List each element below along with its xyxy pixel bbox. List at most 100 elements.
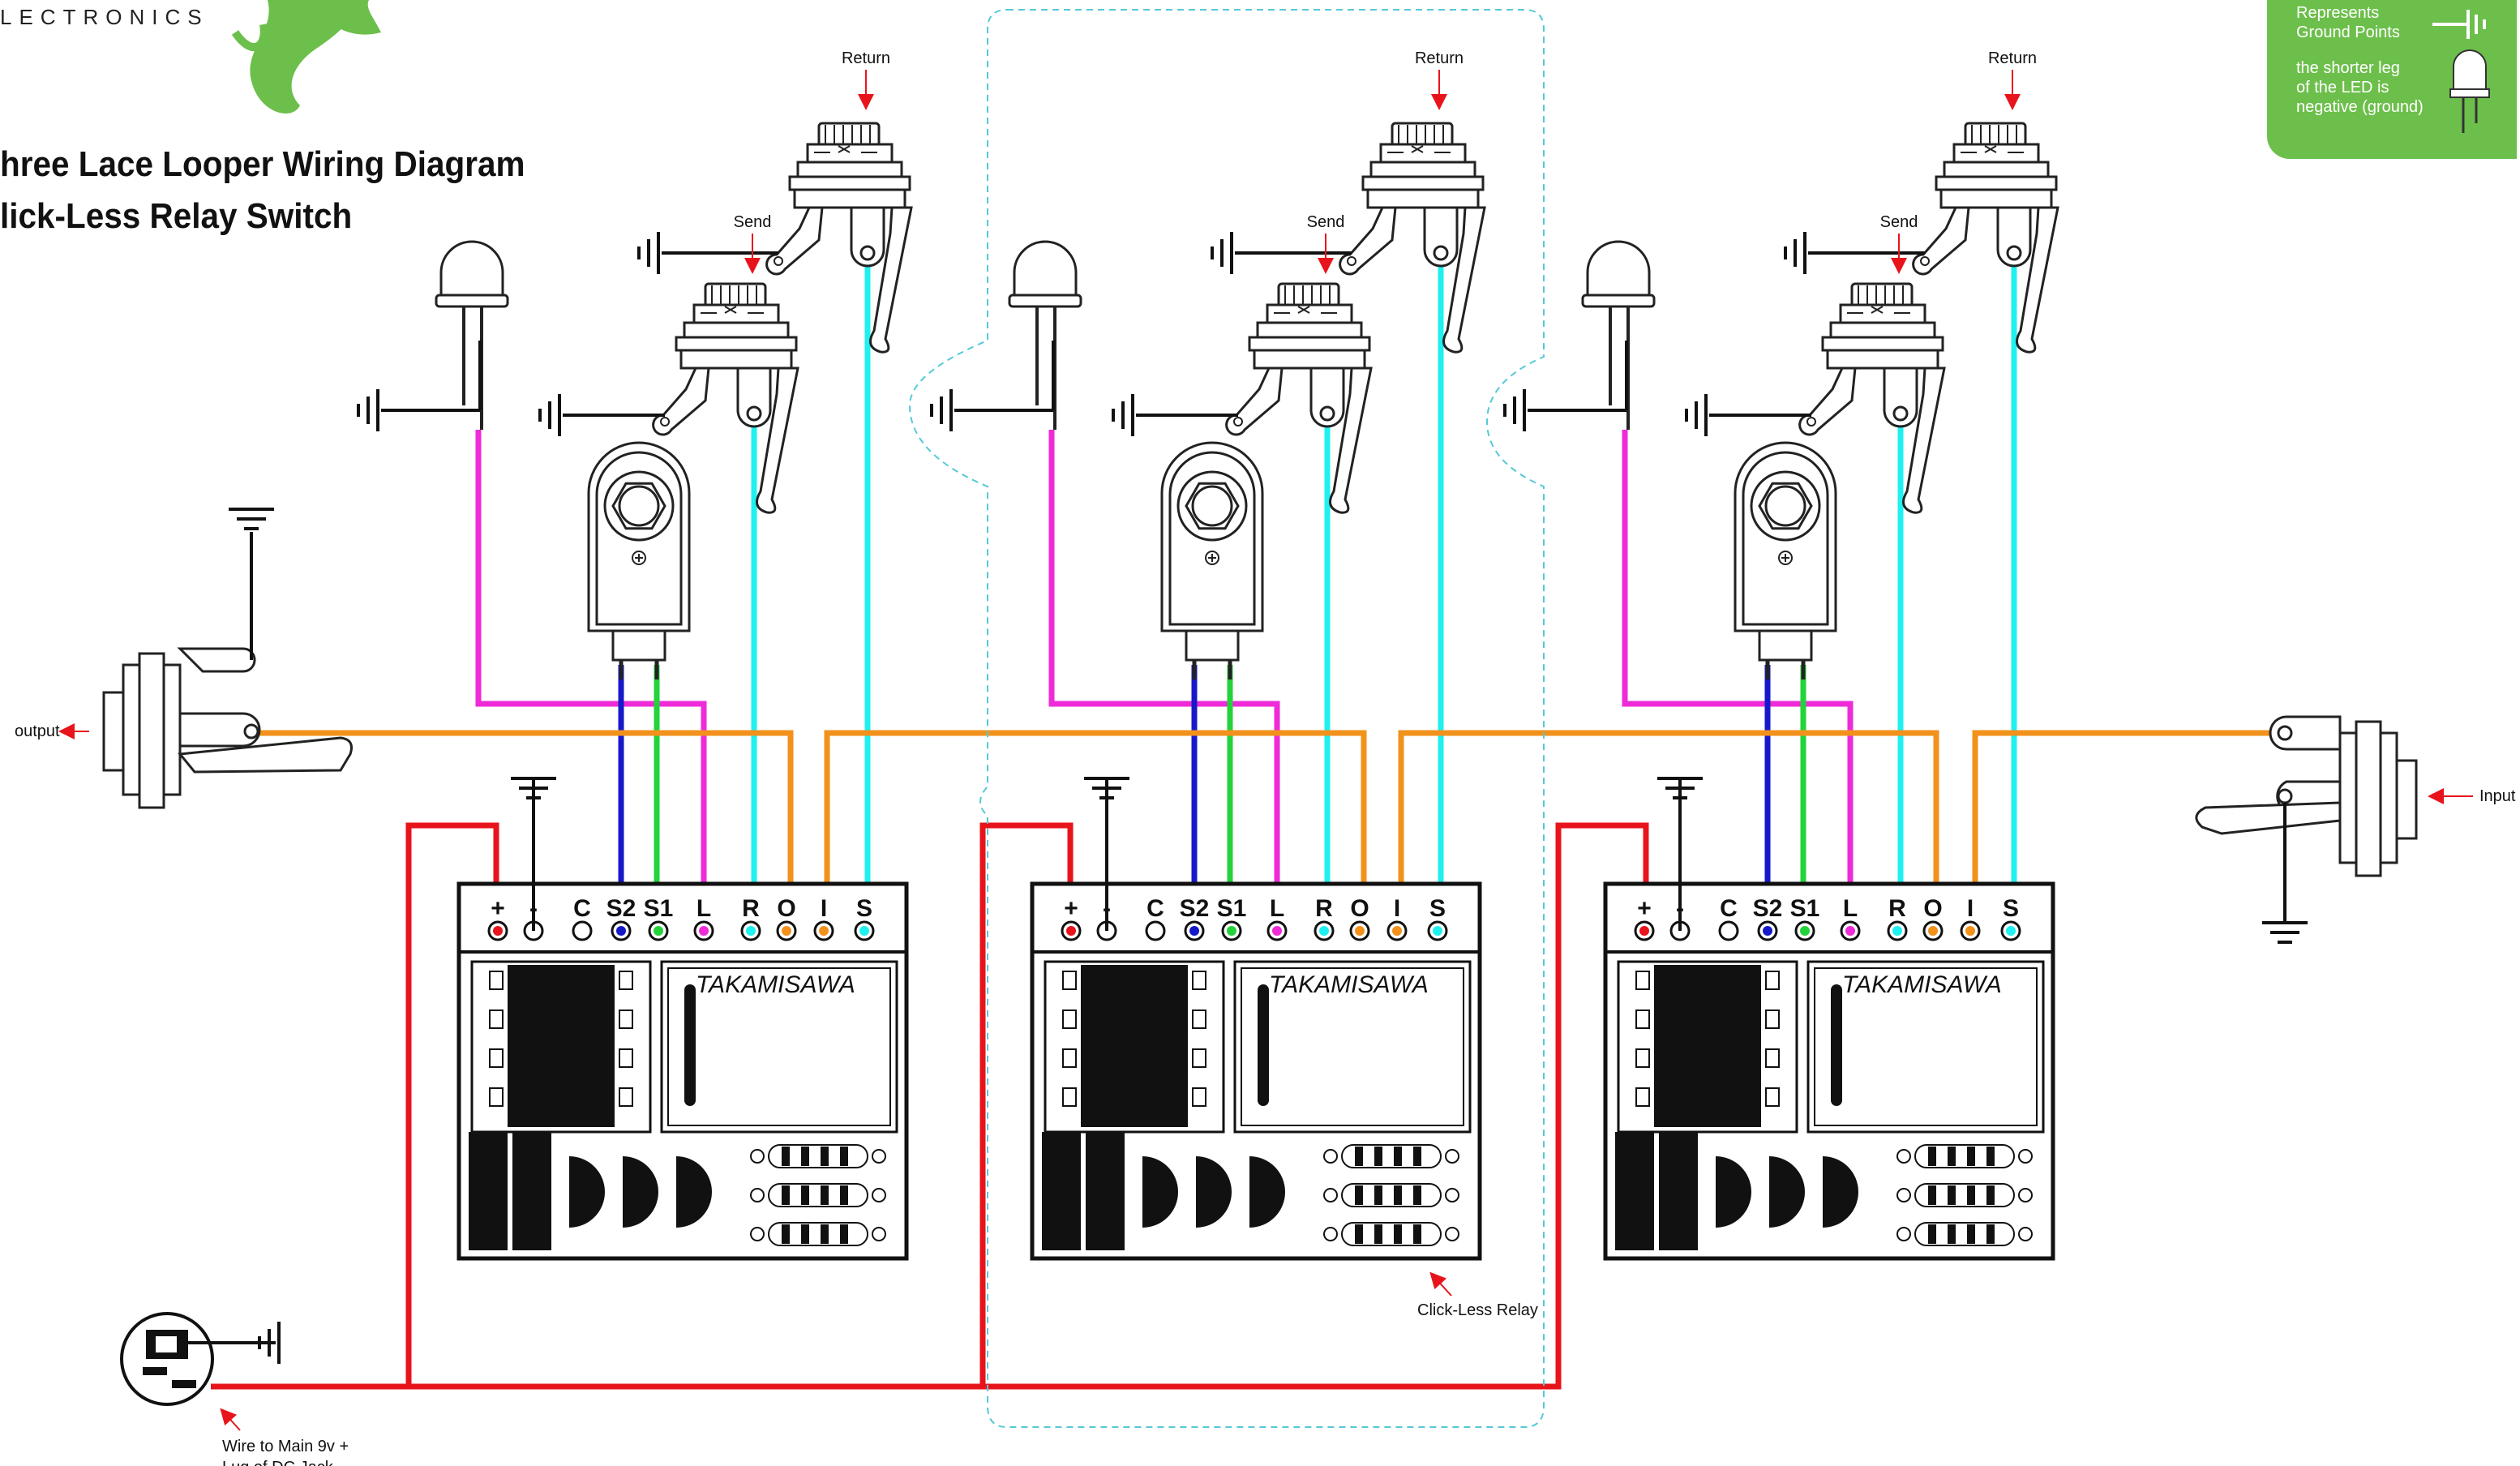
pin-label: S2 (1180, 895, 1210, 922)
output-ground-icon (229, 508, 274, 530)
pin-label: + (1064, 895, 1078, 922)
transistor (1249, 1156, 1285, 1228)
pin-pad (1145, 920, 1166, 941)
led-ground-icon (1503, 389, 1526, 431)
send-ground-icon (1685, 394, 1708, 436)
dc-jack (120, 1312, 214, 1406)
led-2 (1008, 240, 1082, 430)
relay-component (1814, 967, 2038, 1126)
transistor (1196, 1156, 1232, 1228)
pin-pad (1718, 920, 1739, 941)
capacitor (1042, 1132, 1081, 1250)
ground-symbol-icon (2432, 10, 2486, 39)
dc-ground-icon (258, 1322, 281, 1364)
footswitch-2 (1160, 441, 1264, 679)
send-label: Send (1307, 213, 1345, 231)
return-ground-icon (1211, 232, 1233, 274)
capacitor (469, 1132, 508, 1250)
return-jack-2 (1339, 122, 1486, 354)
footswitch-1 (587, 441, 691, 679)
transistor (1823, 1156, 1858, 1228)
pin-label: I (1967, 895, 1974, 922)
loop-link-2-3 (1398, 730, 1939, 931)
transistor (1142, 1156, 1178, 1228)
ic-chip (1081, 965, 1188, 1127)
pin-label: O (1923, 895, 1942, 922)
transistor (676, 1156, 712, 1228)
pin-label: S (856, 895, 872, 922)
pin-label: O (1350, 895, 1369, 922)
pin-label: R (1888, 895, 1906, 922)
ic-chip (508, 965, 615, 1127)
pin-label: R (742, 895, 760, 922)
legend-led-line-1: the shorter leg (2296, 59, 2400, 77)
transistor (569, 1156, 605, 1228)
legend-led-line-3: negative (ground) (2296, 98, 2424, 116)
transistor (1769, 1156, 1805, 1228)
diagram-title-line-2: lick-Less Relay Switch (0, 196, 353, 236)
send-label: Send (1880, 213, 1918, 231)
led-wire (475, 430, 707, 931)
pin-label: C (1720, 895, 1738, 922)
pin-label: S2 (606, 895, 636, 922)
send-jack-3 (1798, 282, 1946, 514)
diagram-title-line-1: hree Lace Looper Wiring Diagram (0, 144, 525, 184)
power-branch-1 (405, 822, 499, 1387)
led-legend-icon (2449, 49, 2490, 133)
pin-pad (572, 920, 593, 941)
brand-wordmark: LECTRONICS (0, 5, 209, 29)
output-wire (251, 730, 794, 931)
transistor (1716, 1156, 1751, 1228)
output-label: output (15, 722, 60, 740)
send-ground-icon (1112, 394, 1134, 436)
pin-label: I (1394, 895, 1400, 922)
ic-chip (1654, 965, 1761, 1127)
return-jack-3 (1912, 122, 2059, 354)
capacitor (512, 1132, 551, 1250)
return-label: Return (842, 49, 890, 67)
input-jack (2195, 715, 2418, 877)
legend-panel: Represents Ground Points the shorter leg… (2267, 0, 2517, 159)
power-branch-2 (979, 822, 1074, 1387)
input-ground-icon (2262, 921, 2308, 944)
click-less-relay-outline (908, 9, 1545, 1428)
input-wire (1972, 730, 2286, 931)
output-jack (102, 647, 353, 809)
pin-label: O (777, 895, 795, 922)
led-1 (435, 240, 509, 430)
pin-label: S1 (644, 895, 674, 922)
footswitch-3 (1734, 441, 1837, 679)
pin-label: + (491, 895, 505, 922)
pin-label: + (1637, 895, 1652, 922)
led-3 (1581, 240, 1656, 430)
pin-label: R (1315, 895, 1333, 922)
capacitor (1615, 1132, 1654, 1250)
pin-label: S2 (1753, 895, 1783, 922)
led-wire (1048, 430, 1280, 931)
pin-label: L (696, 895, 711, 922)
capacitor (1659, 1132, 1698, 1250)
pin-label: L (1270, 895, 1284, 922)
pin-label: S1 (1790, 895, 1820, 922)
send-jack-2 (1225, 282, 1373, 514)
legend-led-line-2: of the LED is (2296, 79, 2389, 96)
power-wire (211, 822, 1649, 1390)
pin-label: C (573, 895, 591, 922)
led-wire (1622, 430, 1854, 931)
pin-label: S (2003, 895, 2019, 922)
relay-component (667, 967, 891, 1126)
send-ground-icon (538, 394, 561, 436)
return-label: Return (1415, 49, 1464, 67)
return-ground-icon (637, 232, 660, 274)
legend-ground-line-1: Represents (2296, 4, 2380, 22)
return-jack-1 (765, 122, 913, 354)
pin-label: S1 (1217, 895, 1247, 922)
return-ground-icon (1784, 232, 1806, 274)
capacitor (1086, 1132, 1125, 1250)
led-ground-icon (930, 389, 953, 431)
loop-link-1-2 (824, 730, 1367, 931)
